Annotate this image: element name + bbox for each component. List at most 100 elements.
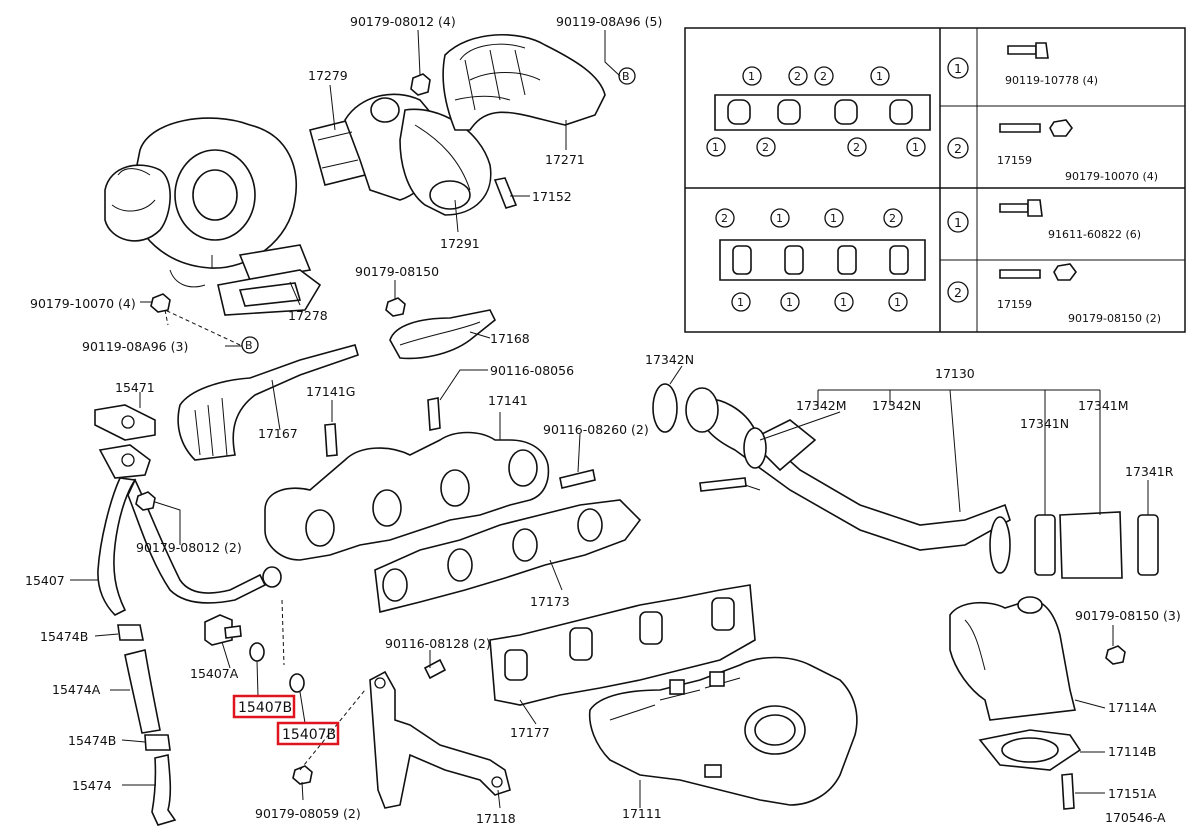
circled-number: 1 <box>712 141 719 154</box>
stud-17152 <box>493 177 518 209</box>
callout: 17151A <box>1108 786 1157 801</box>
circled-number: 2 <box>721 212 728 225</box>
highlighted-part-15407B: 15407B <box>238 700 292 716</box>
turbo-outlet-elbow <box>399 108 492 216</box>
stud-17151A <box>1061 773 1075 810</box>
callout: 90179-08059 (2) <box>255 806 361 821</box>
callout: 17167 <box>258 426 298 441</box>
union-bolt-15407A <box>204 614 242 646</box>
insulator-17341M <box>1059 511 1123 579</box>
hose-15474A <box>124 649 161 734</box>
inset-top-numbers: 1 2 2 1 1 2 2 1 <box>706 66 926 157</box>
callout: 17114B <box>1108 744 1156 759</box>
circled-number: 1 <box>876 70 883 83</box>
callout: 15407 <box>25 573 65 588</box>
turbo-heat-insulator <box>442 33 606 131</box>
gasket-15471 <box>94 404 156 441</box>
row-key: 2 <box>954 285 962 300</box>
callout: 90179-08150 <box>355 264 439 279</box>
callout: 17291 <box>440 236 480 251</box>
gasket-15407B-upper <box>249 642 265 662</box>
callout: 17141G <box>306 384 355 399</box>
circled-number: 2 <box>794 70 801 83</box>
callout: 17342N <box>872 398 921 413</box>
callout: 15474B <box>40 629 88 644</box>
circled-number: 1 <box>748 70 755 83</box>
callout: 17342N <box>645 352 694 367</box>
row-part: 91611-60822 (6) <box>1048 228 1141 241</box>
circled-number: 1 <box>912 141 919 154</box>
callout: 90116-08056 <box>490 363 574 378</box>
circled-number: 1 <box>737 296 744 309</box>
callout: 17177 <box>510 725 550 740</box>
exhaust-manifold-17141 <box>264 431 550 561</box>
callout: 15474 <box>72 778 112 793</box>
stud-17141G <box>324 423 338 457</box>
diagram-id: 170546-A <box>1105 810 1166 825</box>
nut-90179-10070 <box>150 293 171 313</box>
exhaust-pipe-17130 <box>685 387 1011 551</box>
part-callouts: 90179-08012 (4) 90119-08A96 (5) 17279 17… <box>25 14 1181 826</box>
callout: 17279 <box>308 68 348 83</box>
b-marker-label: B <box>245 339 253 352</box>
callout: 15407A <box>190 666 239 681</box>
row-key: 2 <box>954 141 962 156</box>
nut-90179-08012-b <box>135 491 156 511</box>
circled-number: 1 <box>830 212 837 225</box>
stud-90116-08260 <box>559 469 596 489</box>
gasket-15407B-lower <box>289 673 305 693</box>
heat-insulator-17168 <box>389 309 497 360</box>
pipe-end-17342N <box>989 516 1011 574</box>
intake-manifold-17111 <box>588 656 858 806</box>
turbocharger <box>104 117 312 288</box>
row-part: 17159 <box>997 154 1032 167</box>
bolt-b-marker-top: B <box>618 67 636 85</box>
gasket-17177 <box>489 584 756 706</box>
callout: 90179-08012 (2) <box>136 540 242 555</box>
stud-90116-08056 <box>427 397 441 431</box>
callout: 90116-08260 (2) <box>543 422 649 437</box>
callout: 90119-08A96 (5) <box>556 14 662 29</box>
callout: 17141 <box>488 393 528 408</box>
clamp-17341R <box>1137 514 1159 576</box>
circled-number: 2 <box>853 141 860 154</box>
callout: 90116-08128 (2) <box>385 636 491 651</box>
callout: 90179-08012 (4) <box>350 14 456 29</box>
callout: 17278 <box>288 308 328 323</box>
row-part: 90179-10070 (4) <box>1065 170 1158 183</box>
circled-number: 2 <box>889 212 896 225</box>
row-part: 90179-08150 (2) <box>1068 312 1161 325</box>
gasket-17173 <box>374 499 642 613</box>
clamp-17342N-upper <box>652 383 678 433</box>
callout: 17118 <box>476 811 516 826</box>
circled-number: 1 <box>776 212 783 225</box>
circled-number: 2 <box>762 141 769 154</box>
highlighted-callouts: 15407B 15407B <box>232 694 340 746</box>
callout: 17168 <box>490 331 530 346</box>
hose-clip-15474B-top <box>117 624 144 641</box>
nut-90179-08059 <box>292 765 313 785</box>
callout: 17271 <box>545 152 585 167</box>
callout: 17111 <box>622 806 662 821</box>
row-part: 90119-10778 (4) <box>1005 74 1098 87</box>
clamp-17342M <box>743 427 767 469</box>
callout: 15474B <box>68 733 116 748</box>
callout: 15474A <box>52 682 101 697</box>
callout: 90179-08150 (3) <box>1075 608 1181 623</box>
bracket-17118 <box>369 670 511 809</box>
callout: 17114A <box>1108 700 1157 715</box>
callout: 17342M <box>796 398 847 413</box>
circled-number: 2 <box>820 70 827 83</box>
inset-bottom-numbers: 2 1 1 2 1 1 1 1 <box>715 208 908 312</box>
oil-pipe-15474 <box>151 754 177 826</box>
row-key: 1 <box>954 215 962 230</box>
nut-90179-08012 <box>410 73 431 96</box>
callout: 17152 <box>532 189 572 204</box>
circled-number: 1 <box>894 296 901 309</box>
callout: 17173 <box>530 594 570 609</box>
callout: 17341R <box>1125 464 1174 479</box>
callout: 15471 <box>115 380 155 395</box>
nut-90179-08150 <box>385 297 406 317</box>
highlighted-part-15407B: 15407B <box>282 727 336 743</box>
